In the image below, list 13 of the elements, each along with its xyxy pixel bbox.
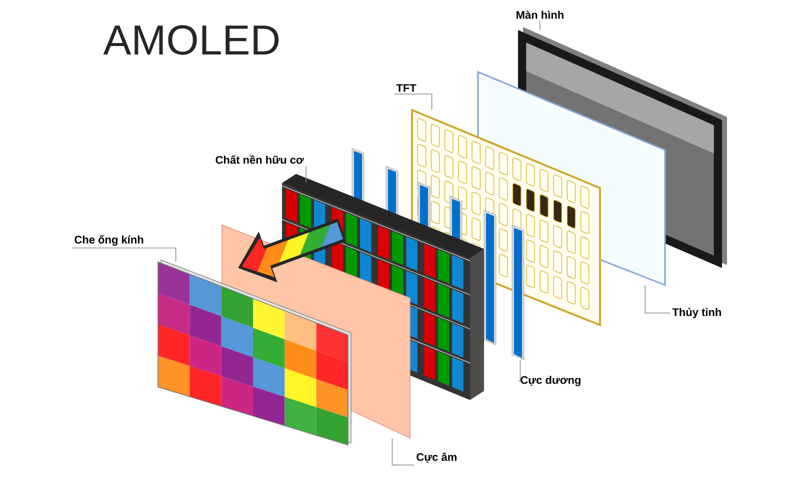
part-label: Màn hình <box>516 10 564 19</box>
part-label: Cực dương <box>520 376 580 386</box>
leader-line <box>392 438 414 466</box>
leader-line <box>72 248 176 262</box>
part-label: Thủy tinh <box>672 308 721 318</box>
part-label: Cực âm <box>416 452 456 463</box>
title: AMOLED <box>103 25 279 55</box>
part-label: TFT <box>396 84 416 92</box>
leader-line <box>394 94 432 110</box>
leader-line <box>518 360 521 382</box>
leader-line <box>644 284 670 314</box>
part-label: Chất nền hữu cơ <box>216 155 304 164</box>
part-label: Che ống kính <box>74 235 144 246</box>
